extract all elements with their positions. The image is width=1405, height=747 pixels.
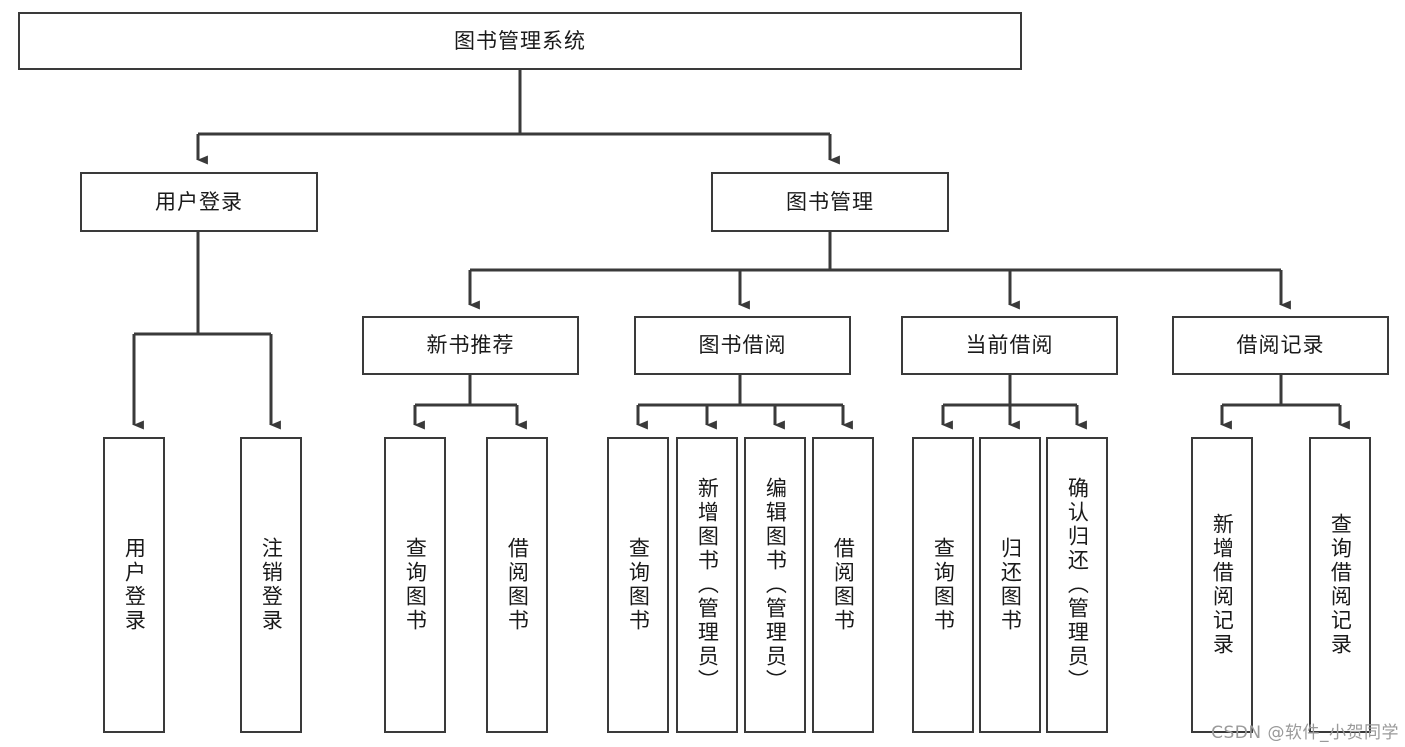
leaf-add-borrow-record-label: 新增借阅记录: [1210, 513, 1235, 657]
leaf-add-book-admin[interactable]: 新增图书（管理员）: [676, 437, 738, 733]
leaf-add-book-admin-label: 新增图书（管理员）: [695, 477, 720, 693]
leaf-return-book-label: 归还图书: [998, 537, 1023, 633]
leaf-query-book-borrow-label: 查询图书: [626, 537, 651, 633]
node-new-book-recommend-label: 新书推荐: [426, 333, 515, 358]
node-borrow-records[interactable]: 借阅记录: [1172, 316, 1389, 375]
node-current-borrow-label: 当前借阅: [965, 333, 1054, 358]
leaf-query-book-current-label: 查询图书: [931, 537, 956, 633]
node-book-management[interactable]: 图书管理: [711, 172, 949, 232]
leaf-edit-book-admin-label: 编辑图书（管理员）: [763, 477, 788, 693]
node-book-borrow-label: 图书借阅: [698, 333, 787, 358]
leaf-borrow-book-recommend[interactable]: 借阅图书: [486, 437, 548, 733]
node-borrow-records-label: 借阅记录: [1236, 333, 1325, 358]
leaf-confirm-return-admin[interactable]: 确认归还（管理员）: [1046, 437, 1108, 733]
leaf-confirm-return-admin-label: 确认归还（管理员）: [1065, 477, 1090, 693]
leaf-borrow-book[interactable]: 借阅图书: [812, 437, 874, 733]
node-user-login-label: 用户登录: [155, 189, 243, 214]
leaf-query-book-recommend-label: 查询图书: [403, 537, 428, 633]
leaf-query-book-recommend[interactable]: 查询图书: [384, 437, 446, 733]
leaf-user-login[interactable]: 用户登录: [103, 437, 165, 733]
node-book-management-label: 图书管理: [786, 189, 874, 214]
leaf-user-login-label: 用户登录: [122, 537, 147, 633]
node-current-borrow[interactable]: 当前借阅: [901, 316, 1118, 375]
leaf-return-book[interactable]: 归还图书: [979, 437, 1041, 733]
node-root[interactable]: 图书管理系统: [18, 12, 1022, 70]
leaf-user-logout-label: 注销登录: [259, 537, 284, 633]
leaf-borrow-book-recommend-label: 借阅图书: [505, 537, 530, 633]
node-user-login[interactable]: 用户登录: [80, 172, 318, 232]
node-root-label: 图书管理系统: [454, 28, 586, 53]
leaf-query-book-current[interactable]: 查询图书: [912, 437, 974, 733]
node-book-borrow[interactable]: 图书借阅: [634, 316, 851, 375]
leaf-query-borrow-record[interactable]: 查询借阅记录: [1309, 437, 1371, 733]
leaf-query-borrow-record-label: 查询借阅记录: [1328, 513, 1353, 657]
csdn-watermark: CSDN @软件_小贺同学: [1211, 723, 1399, 743]
node-new-book-recommend[interactable]: 新书推荐: [362, 316, 579, 375]
leaf-add-borrow-record[interactable]: 新增借阅记录: [1191, 437, 1253, 733]
leaf-query-book-borrow[interactable]: 查询图书: [607, 437, 669, 733]
leaf-user-logout[interactable]: 注销登录: [240, 437, 302, 733]
leaf-edit-book-admin[interactable]: 编辑图书（管理员）: [744, 437, 806, 733]
leaf-borrow-book-label: 借阅图书: [831, 537, 856, 633]
